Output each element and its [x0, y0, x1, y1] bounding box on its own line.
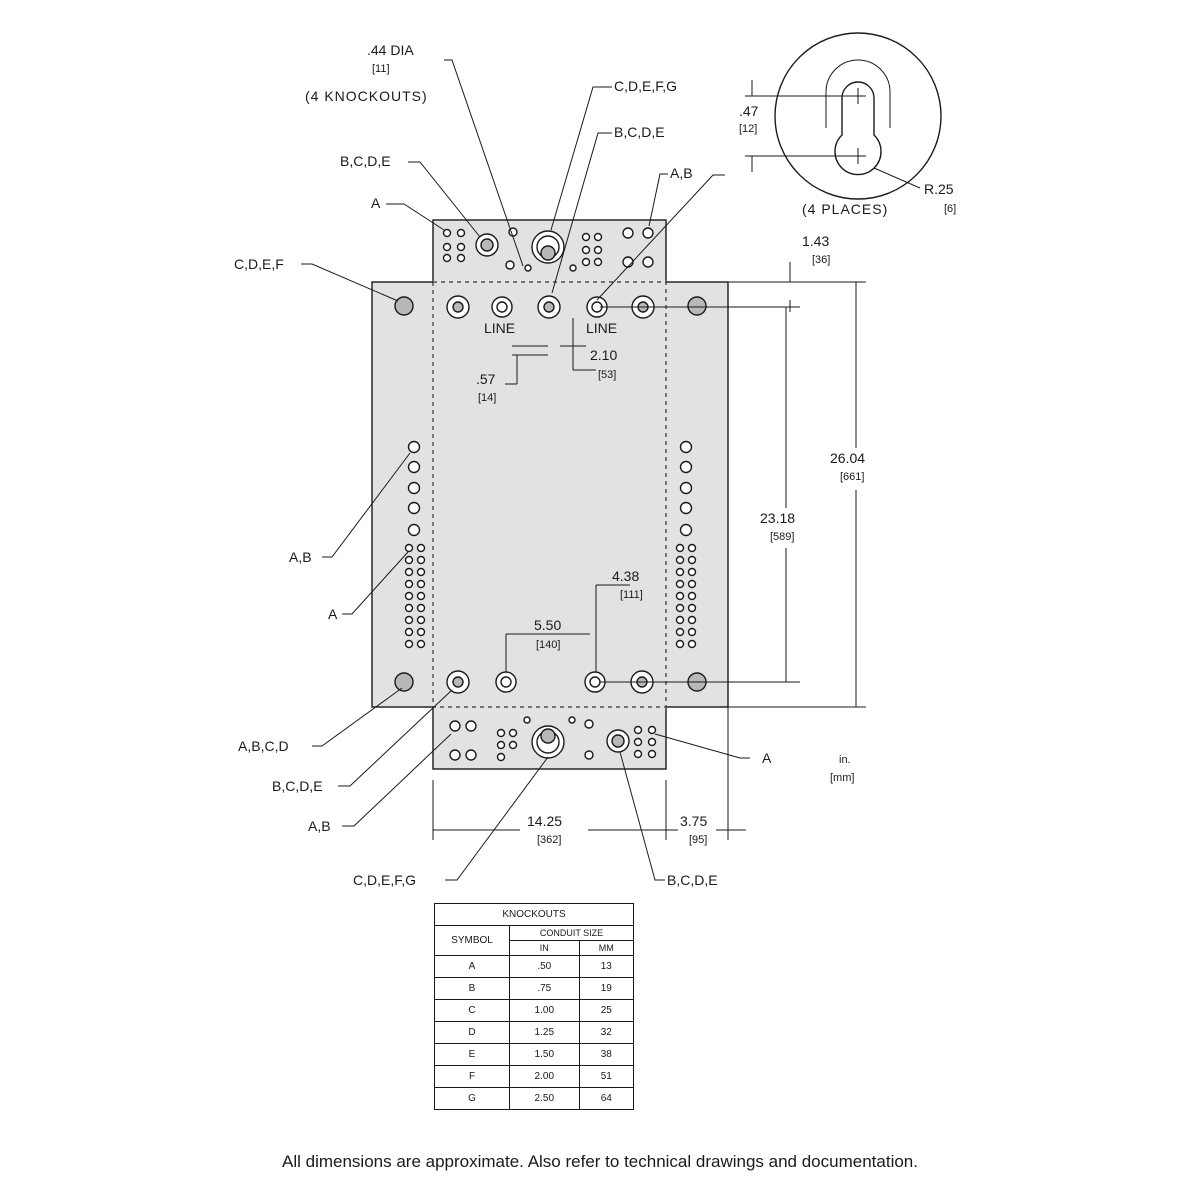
- callout-bottom-bcde-left: B,C,D,E: [272, 778, 323, 794]
- table-cell-in: 1.00: [509, 999, 580, 1022]
- keyhole-radius: R.25: [924, 181, 954, 197]
- dim-3-75: 3.75: [680, 813, 707, 829]
- table-cell-in: 2.50: [509, 1087, 580, 1110]
- dim-23-18-mm: [589]: [770, 531, 794, 543]
- callout-top-bcde-left: B,C,D,E: [340, 153, 391, 169]
- knockouts-table: KNOCKOUTS SYMBOL CONDUIT SIZE IN MM A.50…: [434, 903, 635, 1110]
- keyhole-note: (4 PLACES): [802, 201, 888, 217]
- callout-bottom-bcde-right: B,C,D,E: [667, 872, 718, 888]
- bottom-flange-knockouts: [449, 716, 657, 762]
- dim-26-04: 26.04: [830, 450, 865, 466]
- table-cell-mm: 25: [578, 999, 635, 1022]
- dim-3-75-mm: [95]: [689, 834, 707, 846]
- callout-top-ab: A,B: [670, 165, 693, 181]
- table-cell-symbol: B: [434, 977, 510, 1000]
- table-cell-mm: 32: [578, 1021, 635, 1044]
- dim-5-50-mm: [140]: [536, 639, 560, 651]
- dimension-lines: [432, 262, 866, 840]
- table-cell-symbol: G: [434, 1087, 510, 1110]
- callout-bottom-abcd: A,B,C,D: [238, 738, 289, 754]
- table-cell-symbol: D: [434, 1021, 510, 1044]
- table-cell-in: 2.00: [509, 1065, 580, 1088]
- dim-26-04-mm: [661]: [840, 471, 864, 483]
- dim-1-43: 1.43: [802, 233, 829, 249]
- units-label: in.: [839, 754, 851, 766]
- callout-labels: .44 DIA [11] (4 KNOCKOUTS) C,D,E,F,G B,C…: [234, 42, 772, 888]
- table-mm-header: MM: [578, 940, 635, 956]
- table-cell-mm: 19: [578, 977, 635, 1000]
- table-title: KNOCKOUTS: [434, 903, 634, 926]
- callout-bottom-cdefg: C,D,E,F,G: [353, 872, 416, 888]
- callout-left-a: A: [328, 606, 338, 622]
- callout-top-bcde-right: B,C,D,E: [614, 124, 665, 140]
- line-label-right: LINE: [586, 320, 617, 336]
- table-cell-in: 1.25: [509, 1021, 580, 1044]
- dim-2-10: 2.10: [590, 347, 617, 363]
- dim-4-38: 4.38: [612, 568, 639, 584]
- line-label-left: LINE: [484, 320, 515, 336]
- footnote: All dimensions are approximate. Also ref…: [282, 1152, 918, 1171]
- keyhole-detail: .47 [12] R.25 [6] (4 PLACES): [739, 32, 956, 217]
- right-side-knockouts: [675, 440, 697, 649]
- table-cell-in: 1.50: [509, 1043, 580, 1066]
- top-dia-label: .44 DIA: [367, 42, 414, 58]
- dim-5-50: 5.50: [534, 617, 561, 633]
- leader-lines: [301, 59, 750, 881]
- keyhole-radius-mm: [6]: [944, 203, 956, 215]
- dim-0-57-mm: [14]: [478, 392, 496, 404]
- dim-2-10-mm: [53]: [598, 369, 616, 381]
- table-cell-mm: 64: [578, 1087, 635, 1110]
- dim-4-38-mm: [111]: [620, 589, 643, 601]
- top-flange-knockouts: [442, 227, 654, 272]
- callout-left-ab: A,B: [289, 549, 312, 565]
- callout-left-cdef: C,D,E,F: [234, 256, 284, 272]
- table-cell-symbol: E: [434, 1043, 510, 1066]
- top-dia-note: (4 KNOCKOUTS): [305, 88, 428, 104]
- table-cell-symbol: A: [434, 955, 510, 978]
- table-cell-in: .50: [509, 955, 580, 978]
- table-cell-in: .75: [509, 977, 580, 1000]
- table-in-header: IN: [509, 940, 580, 956]
- callout-top-a: A: [371, 195, 381, 211]
- dim-14-25: 14.25: [527, 813, 562, 829]
- callout-bottom-a: A: [762, 750, 772, 766]
- table-symbol-header: SYMBOL: [434, 925, 510, 956]
- callout-top-cdefg: C,D,E,F,G: [614, 78, 677, 94]
- table-cell-symbol: C: [434, 999, 510, 1022]
- dim-14-25-mm: [362]: [537, 834, 561, 846]
- left-side-knockouts: [404, 440, 426, 649]
- callout-bottom-ab: A,B: [308, 818, 331, 834]
- table-cell-mm: 13: [578, 955, 635, 978]
- table-size-header: CONDUIT SIZE: [509, 925, 634, 941]
- table-cell-mm: 51: [578, 1065, 635, 1088]
- top-dia-mm: [11]: [372, 63, 390, 75]
- dim-0-57: .57: [476, 371, 496, 387]
- table-cell-symbol: F: [434, 1065, 510, 1088]
- dim-1-43-mm: [36]: [812, 254, 830, 266]
- units-mm-label: [mm]: [830, 772, 854, 784]
- keyhole-dim: .47: [739, 103, 759, 119]
- table-cell-mm: 38: [578, 1043, 635, 1066]
- keyhole-dim-mm: [12]: [739, 123, 757, 135]
- dimension-labels: 1.43 [36] 26.04 [661] 23.18 [589] 2.10 […: [476, 233, 865, 846]
- dim-23-18: 23.18: [760, 510, 795, 526]
